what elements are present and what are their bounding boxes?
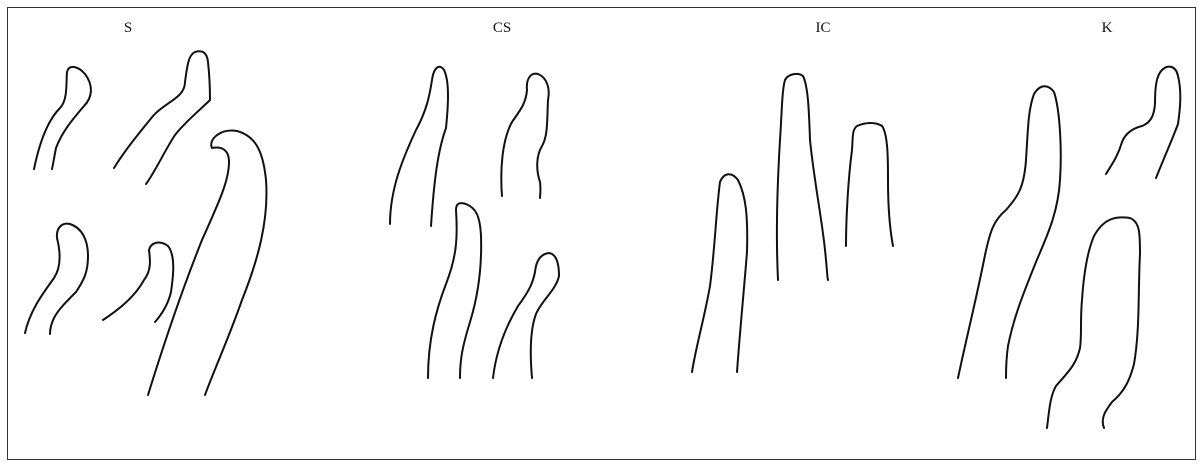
panel-cs-shapes — [390, 67, 559, 378]
panel-s-shapes — [25, 51, 266, 395]
ic-shape-3 — [846, 123, 893, 246]
ic-shape-2 — [777, 74, 828, 280]
ic-shape-1 — [692, 174, 747, 372]
cs-shape-1 — [390, 67, 448, 226]
s-shape-5 — [103, 243, 173, 322]
cs-shape-3 — [428, 203, 481, 378]
s-shape-2 — [114, 51, 210, 184]
cs-shape-4 — [493, 253, 559, 378]
k-shape-2 — [1106, 67, 1180, 178]
panel-ic-shapes — [692, 74, 893, 372]
k-shape-3 — [1047, 217, 1140, 428]
s-shape-4 — [25, 224, 88, 334]
panel-k-shapes — [958, 67, 1180, 428]
s-shape-1 — [34, 67, 91, 169]
cs-shape-2 — [501, 74, 548, 198]
k-shape-1 — [958, 86, 1061, 378]
s-shape-3 — [148, 131, 266, 395]
